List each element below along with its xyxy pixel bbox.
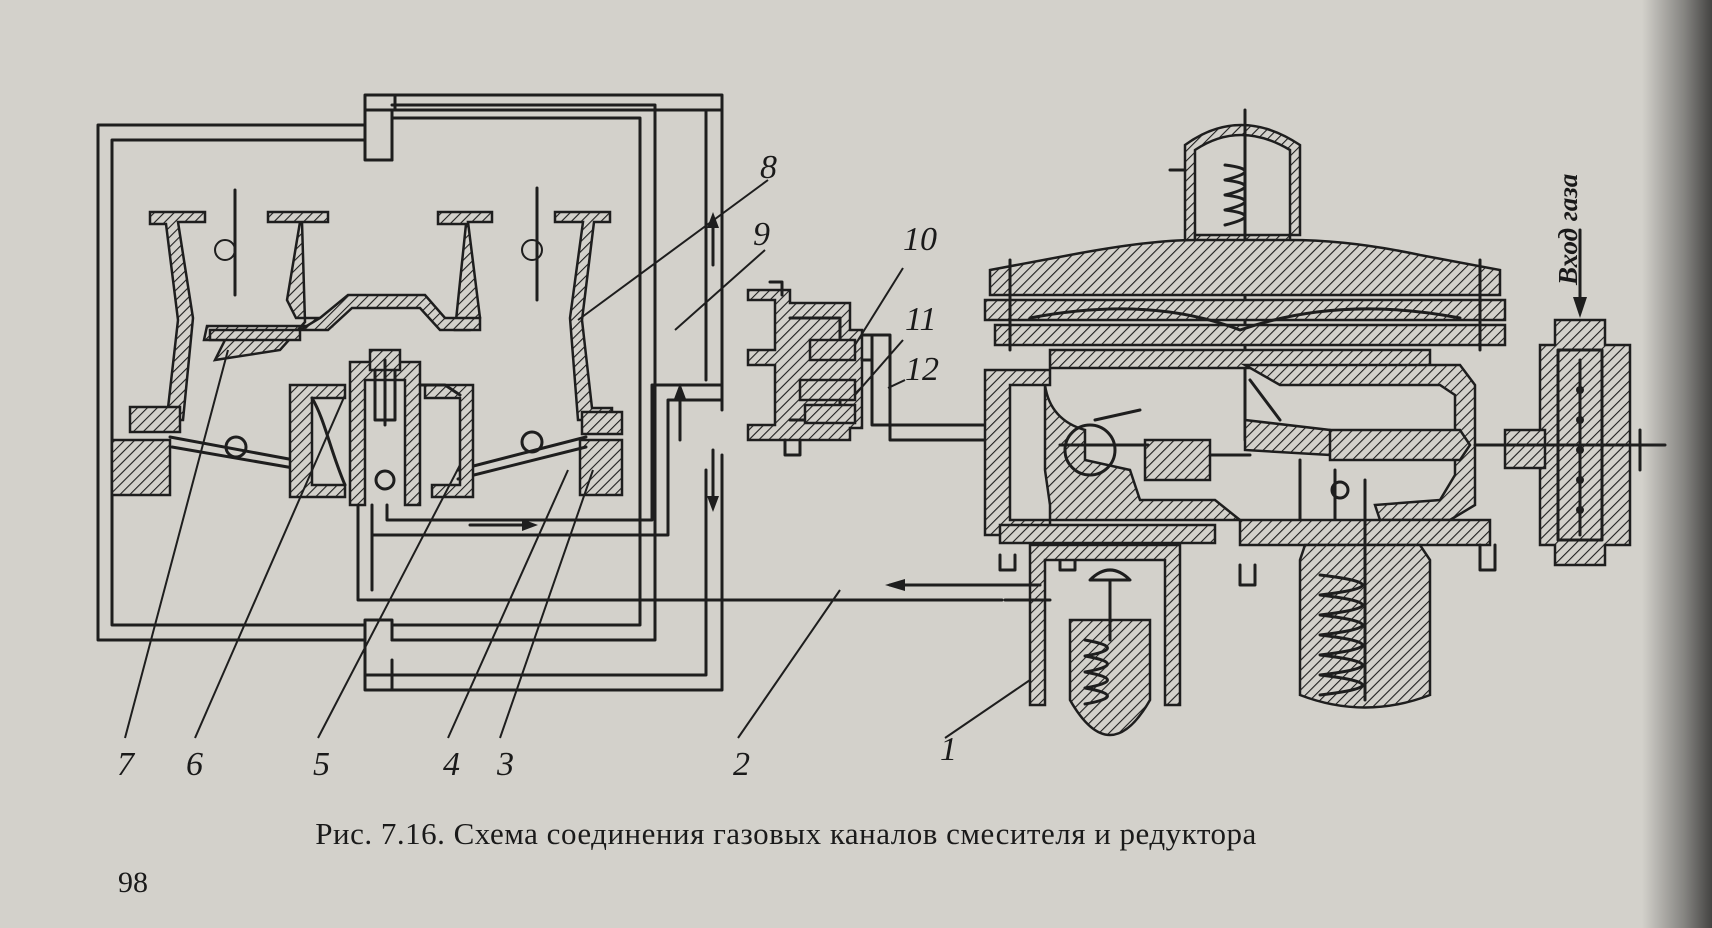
- number-labels: 1 2 3 4 5 6 7 8 9 10 11 12: [117, 149, 957, 783]
- mixer-throat: [208, 293, 482, 342]
- figure-caption: Рис. 7.16. Схема соединения газовых кана…: [0, 816, 1712, 852]
- label-5: 5: [313, 746, 330, 783]
- reducer-diaphragm-housing: [983, 238, 1507, 370]
- throttle-flaps: [168, 430, 588, 481]
- mixer-flanges: [110, 405, 624, 497]
- intermediate-valve-block: [746, 280, 1007, 457]
- label-9: 9: [753, 216, 770, 253]
- leader-lines: [124, 179, 1031, 739]
- label-4: 4: [443, 746, 460, 783]
- figure-caption-text: Рис. 7.16. Схема соединения газовых кана…: [315, 816, 1257, 851]
- page-edge-shadow: [1642, 0, 1712, 928]
- label-3: 3: [496, 746, 514, 783]
- label-11: 11: [905, 301, 936, 338]
- flow-arrows-mixer: [468, 212, 719, 531]
- gas-inlet-label: Вход газа: [1553, 174, 1583, 286]
- left-venturi: [148, 188, 334, 422]
- label-8: 8: [760, 149, 777, 186]
- mixer-outlet-channels: [356, 383, 1004, 602]
- safety-valve: [1028, 543, 1182, 737]
- gas-inlet-filter: [1473, 228, 1667, 567]
- label-10: 10: [903, 221, 937, 258]
- mixer-assembly: [96, 93, 1004, 692]
- reducer-main-body: [983, 363, 1477, 537]
- page-number: 98: [118, 866, 148, 899]
- label-12: 12: [905, 351, 939, 388]
- label-7: 7: [117, 746, 136, 783]
- gas-reducer: [885, 108, 1507, 737]
- outer-gas-channel: [96, 93, 724, 692]
- label-1: 1: [940, 731, 957, 768]
- label-2: 2: [733, 746, 750, 783]
- label-6: 6: [186, 746, 203, 783]
- central-valve: [348, 348, 462, 507]
- mixer-lower-chambers: [288, 383, 475, 499]
- reducer-bottom-spring: [1298, 478, 1432, 709]
